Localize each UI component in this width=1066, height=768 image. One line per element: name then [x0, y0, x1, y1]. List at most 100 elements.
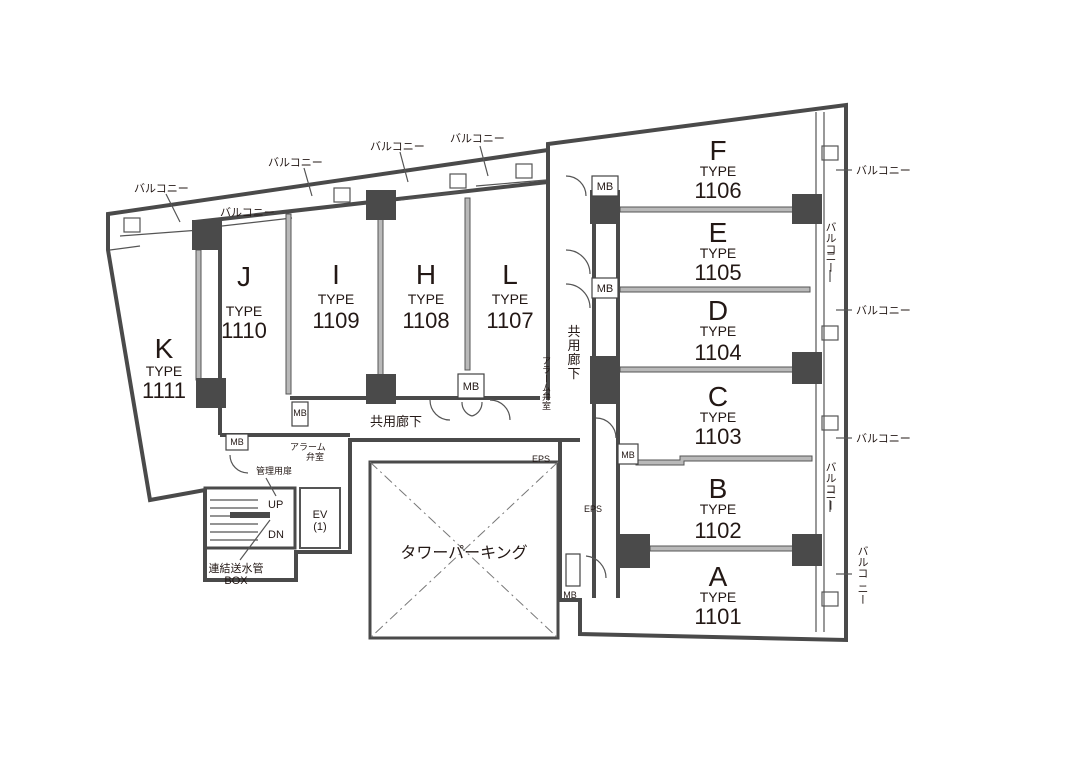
- balcony-label: バルコニー: [268, 156, 323, 169]
- unit-letter: C: [708, 381, 728, 412]
- unit-number: 1106: [694, 178, 741, 203]
- ac-unit-icon: [123, 217, 141, 233]
- unit-number: 1111: [142, 378, 186, 403]
- unit-letter: L: [502, 259, 518, 290]
- corridor-char: 用: [567, 338, 580, 353]
- unit-number: 1104: [694, 340, 741, 365]
- eps-label: EPS: [532, 454, 550, 464]
- unit-type-label: TYPE: [700, 501, 737, 517]
- mb-label: MB: [597, 283, 614, 295]
- unit-type-label: TYPE: [226, 303, 263, 319]
- balcony-label: ニー: [824, 251, 836, 273]
- unit-H: H TYPE 1108: [402, 259, 449, 333]
- ac-unit-icon: [821, 415, 839, 431]
- ac-unit-icon: [333, 187, 351, 203]
- doors: [229, 175, 617, 579]
- balcony-label: バルコニー: [450, 132, 505, 145]
- unit-type-label: TYPE: [408, 291, 445, 307]
- ac-unit-icon: [821, 325, 839, 341]
- unit-type-label: TYPE: [318, 291, 355, 307]
- mb-boxes: [225, 175, 639, 587]
- unit-type-label: TYPE: [700, 323, 737, 339]
- column: [366, 374, 396, 404]
- unit-number: 1110: [221, 318, 267, 343]
- corridor-label: 共用廊下: [370, 414, 422, 429]
- unit-type-label: TYPE: [700, 589, 737, 605]
- ac-unit-icon: [449, 173, 467, 189]
- staircase: [203, 486, 297, 550]
- balcony-label-vertical: バルコ ニー: [824, 462, 837, 512]
- balcony-label-vertical: バルコ ニー: [824, 222, 837, 274]
- unit-I: I TYPE 1109: [312, 259, 359, 333]
- unit-letter: K: [155, 333, 174, 364]
- stair-up-label: UP: [268, 499, 283, 511]
- mb-label: MB: [621, 450, 635, 460]
- tower-parking-label: タワーパーキング: [400, 544, 527, 562]
- ac-units: [123, 145, 839, 607]
- column: [792, 534, 822, 566]
- unit-D: D TYPE 1104: [694, 295, 741, 365]
- unit-J: J TYPE 1110: [221, 261, 267, 343]
- corridor-char: 廊: [567, 352, 580, 367]
- ac-unit-icon: [821, 145, 839, 161]
- column: [792, 194, 822, 224]
- top-balcony-rails: [109, 179, 547, 251]
- unit-B: B TYPE 1102: [694, 473, 741, 543]
- balcony-labels: バルコニー バルコニー バルコニー バルコニー バルコニー バルコニー バルコニ…: [134, 132, 911, 605]
- balcony-label: バルコニー: [370, 140, 425, 153]
- valve-room-label: 弁室: [306, 451, 324, 462]
- column: [792, 352, 822, 384]
- elevator-shaft: [299, 487, 341, 549]
- unit-letter: J: [237, 261, 251, 292]
- balcony-label: バルコニー: [856, 164, 911, 177]
- balcony-label: ニー: [856, 583, 868, 605]
- top-partitions: [195, 188, 580, 470]
- balcony-label: バルコニー: [856, 304, 911, 317]
- unit-letter: A: [709, 561, 728, 592]
- unit-type-label: TYPE: [146, 363, 183, 379]
- mb-label: MB: [230, 437, 244, 447]
- stair-down-label: DN: [268, 529, 284, 541]
- column: [196, 378, 226, 408]
- corridor-char: 共: [567, 324, 580, 339]
- unit-letter: F: [709, 135, 726, 166]
- unit-F: F TYPE 1106: [694, 135, 741, 203]
- mb-label: MB: [293, 408, 307, 418]
- balcony-label: ニー: [824, 489, 836, 511]
- balcony-label: バルコニー: [134, 182, 189, 195]
- unit-L: L TYPE 1107: [486, 259, 533, 333]
- unit-number: 1103: [694, 424, 741, 449]
- alarm-label: アラーム: [290, 442, 326, 452]
- standpipe-box-label: 連結送水管: [209, 561, 264, 575]
- unit-A: A TYPE 1101: [694, 561, 741, 629]
- unit-letter: B: [709, 473, 728, 504]
- unit-letter: I: [332, 259, 340, 290]
- unit-number: 1109: [312, 308, 359, 333]
- unit-number: 1102: [694, 518, 741, 543]
- eps-label: EPS: [584, 504, 602, 514]
- column: [620, 534, 650, 568]
- alarm-valve-room-label: アラーム弁室: [541, 356, 551, 410]
- management-door-label: 管理用扉: [256, 465, 292, 476]
- building-outline: [106, 102, 848, 643]
- balcony-label: バルコ: [824, 462, 837, 495]
- unit-letter: E: [709, 217, 728, 248]
- unit-letter: H: [416, 259, 436, 290]
- unit-number: 1108: [402, 308, 449, 333]
- unit-K: K TYPE 1111: [142, 333, 186, 403]
- corridor-char: 下: [567, 366, 580, 381]
- unit-number: 1107: [486, 308, 533, 333]
- balcony-label: バルコニー: [856, 432, 911, 445]
- column: [366, 190, 396, 220]
- elevator-number: (1): [313, 521, 326, 533]
- corridor-label-vertical: 共 用 廊 下: [567, 324, 580, 381]
- column: [192, 220, 222, 250]
- mb-label: MB: [563, 590, 577, 600]
- unit-number: 1101: [694, 604, 741, 629]
- balcony-label: バルコ: [824, 222, 837, 255]
- mb-label: MB: [463, 381, 480, 393]
- tower-parking-area: [368, 460, 560, 640]
- elevator-label: EV: [313, 509, 328, 521]
- unit-type-label: TYPE: [492, 291, 529, 307]
- unit-letter: D: [708, 295, 728, 326]
